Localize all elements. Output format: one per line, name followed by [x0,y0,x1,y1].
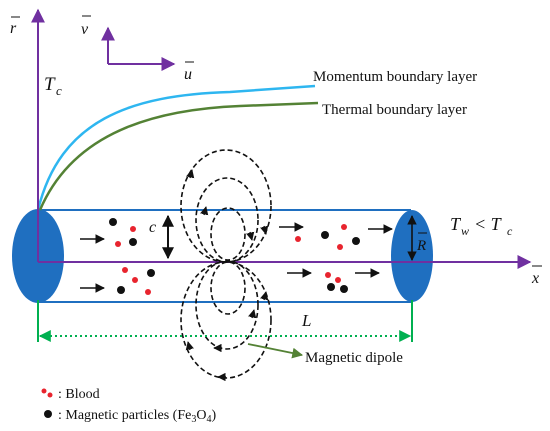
field-arrow [260,225,269,235]
particles [109,218,360,295]
legend-blood-swatch [41,388,47,394]
field-arrow [185,341,194,351]
field-arrow [248,309,257,319]
field-loop [195,260,259,350]
thermal-label: Thermal boundary layer [322,102,467,118]
c-label: c [149,219,156,236]
magnetic-particle [129,238,137,246]
x-axis-label: x [531,270,539,287]
tc-label: T [44,74,56,95]
field-arrow [200,206,209,216]
blood-particle [122,267,128,273]
magnetic-particle [117,286,125,294]
field-arrow [186,169,195,179]
blood-particle [145,289,151,295]
field-loop [180,149,272,263]
field-arrow [260,291,269,301]
flow-arrows [80,222,393,293]
legend-blood-label: : Blood [58,387,100,402]
R-label: R [416,238,426,254]
field-arrow [246,231,255,241]
tw-lt-T: < T [474,214,503,234]
field-direction-arrows [185,169,269,382]
legend-blood-swatch [47,392,53,398]
blood-particle [341,224,347,230]
length-label: L [301,311,311,330]
blood-particle [337,244,343,250]
blood-particle [335,277,341,283]
momentum-boundary-curve [36,84,316,211]
legend: : Blood : Magnetic particles (Fe3O4) [41,387,216,425]
magnetic-particle [109,218,117,226]
v-axis-label: v [81,21,89,38]
tw-T: T [450,214,462,234]
blood-particle [132,277,138,283]
legend-magnetic-label: : Magnetic particles (Fe3O4) [58,408,216,425]
magnetic-particle [340,285,348,293]
dipole-callout-arrow [247,343,304,359]
magnetic-particle [321,231,329,239]
field-loop [210,207,246,261]
tw-sub2: c [507,224,513,238]
blood-particle [130,226,136,232]
tw-sub: w [461,224,469,238]
thermal-boundary-curve [38,101,319,211]
magnetic-field-lines [180,149,272,379]
blood-particle [325,272,331,278]
magnetic-particle [327,283,335,291]
field-loop [210,261,246,315]
blood-vessel [12,209,433,303]
dipole-label: Magnetic dipole [305,350,403,366]
tw-condition: T w < T c [450,214,513,238]
legend-magnetic-swatch [44,410,52,418]
r-axis-label: r [10,20,17,37]
blood-particle [115,241,121,247]
momentum-label: Momentum boundary layer [313,69,477,85]
magnetic-particle [352,237,360,245]
magnetic-particle [147,269,155,277]
u-axis-label: u [184,66,192,83]
blood-particle [295,236,301,242]
tc-sub: c [56,83,62,98]
